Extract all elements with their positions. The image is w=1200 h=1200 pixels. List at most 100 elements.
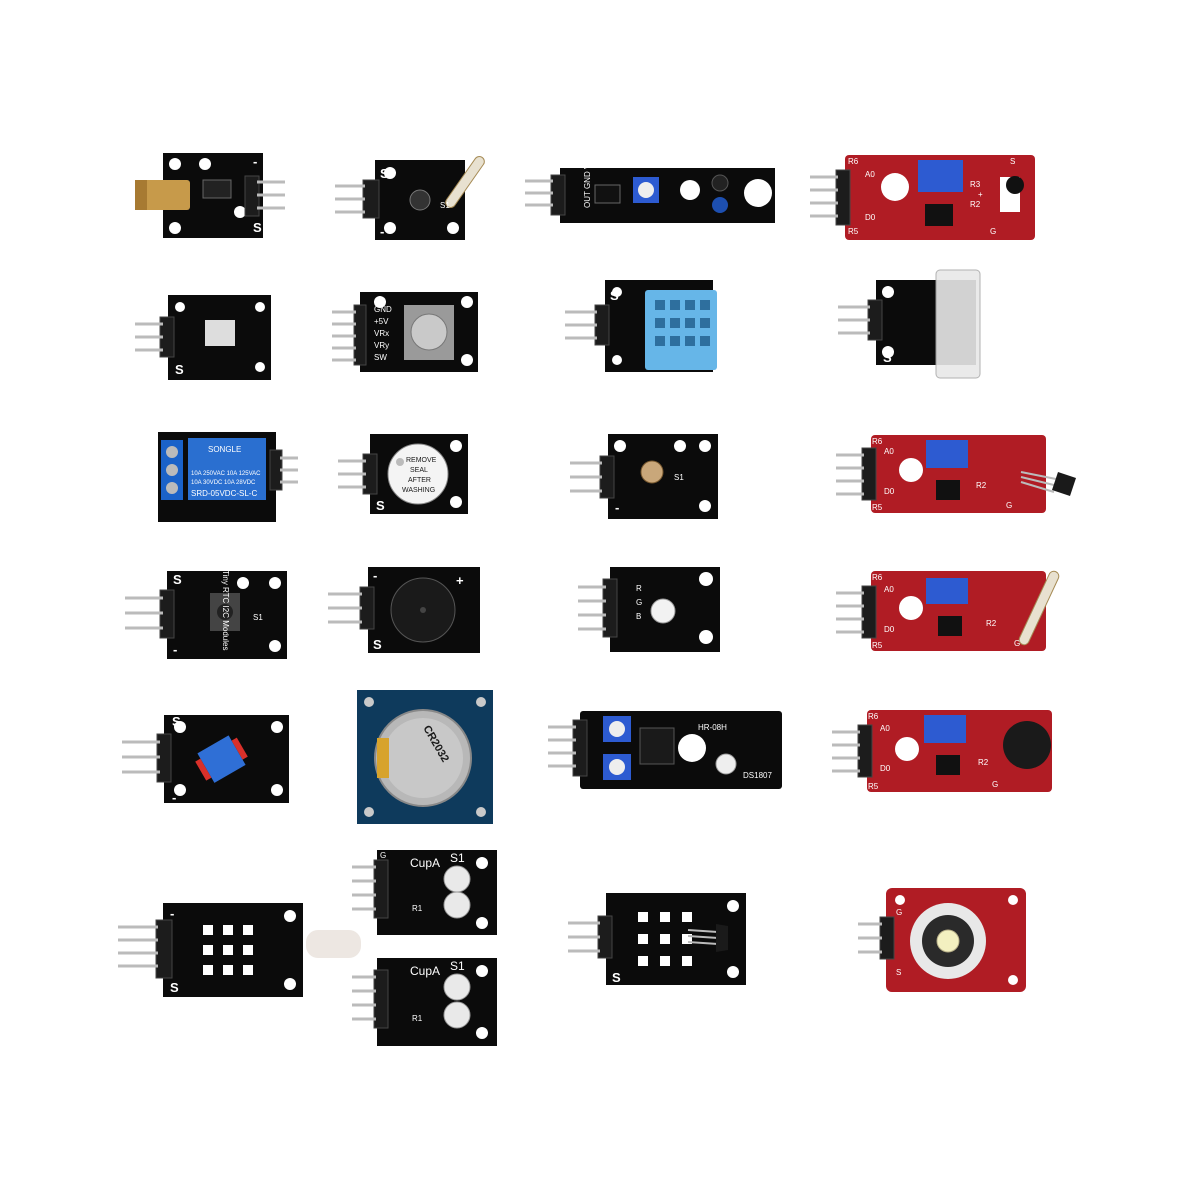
g-label: G xyxy=(636,598,642,607)
pin-minus-label: - xyxy=(253,154,257,169)
line-tracking-module: OUT GND VCC xyxy=(525,152,780,227)
vrx-label: VRx xyxy=(374,329,389,338)
sw-label: SW xyxy=(374,353,387,362)
rtc-module: CR2032 Tiny RTC I2C Modules xyxy=(221,570,497,828)
r-label: R xyxy=(636,584,642,593)
r5-label: R5 xyxy=(872,503,883,512)
g-label: G xyxy=(990,227,996,236)
g-label: G xyxy=(380,851,386,860)
cupa-label: CupA xyxy=(410,964,440,978)
pin-minus-label: - xyxy=(380,224,384,239)
push-button-module: S - S1 xyxy=(125,568,290,663)
r1-label: R1 xyxy=(412,904,423,913)
g-label: G xyxy=(896,908,902,917)
pin-s-label: S xyxy=(883,350,892,365)
r2-label: R2 xyxy=(976,481,987,490)
pin-minus-label: - xyxy=(172,790,176,805)
sticker-line4: WASHING xyxy=(402,487,435,494)
pin-minus-label: - xyxy=(615,500,619,515)
plus-label: + xyxy=(978,190,983,199)
pin-minus-label: - xyxy=(173,642,177,657)
pin-minus-label: - xyxy=(170,906,174,921)
s1-label: S1 xyxy=(253,613,263,622)
r6-label: R6 xyxy=(872,437,883,446)
g-label: G xyxy=(1014,639,1020,648)
d0-label: D0 xyxy=(880,764,891,773)
microphone-sensor-module: A0 D0 R6 R5 R2 G xyxy=(832,705,1062,795)
relay-line2: 10A 30VDC 10A 28VDC xyxy=(191,480,256,486)
passive-buzzer-module: - S + xyxy=(328,565,483,657)
pin-s-label: S xyxy=(170,980,179,995)
relay-line1: 10A 250VAC 10A 125VAC xyxy=(191,471,261,477)
vry-label: VRy xyxy=(374,341,389,350)
pin-s-label: S xyxy=(173,572,182,587)
r2-label: R2 xyxy=(986,619,997,628)
r3-label: R3 xyxy=(970,180,981,189)
relay-model: SRD-05VDC-SL-C xyxy=(191,489,257,498)
b-label: B xyxy=(636,612,641,621)
r6-label: R6 xyxy=(868,712,879,721)
two-color-led-module-a: G CupA S1 R1 xyxy=(352,845,502,940)
ir-receiver-module: S xyxy=(135,292,275,382)
s-label: S xyxy=(1010,157,1015,166)
d0-label: D0 xyxy=(884,487,895,496)
silk-label: OUT GND VCC xyxy=(583,152,592,208)
ir-obstacle-module: HR-08H DS1807 xyxy=(548,708,788,793)
pin-s-label: S xyxy=(172,714,181,729)
dht11-module: S xyxy=(565,280,735,375)
d0-label: D0 xyxy=(865,213,876,222)
rgb-smd-led-module: R G B xyxy=(578,565,723,655)
pin-s-label: S xyxy=(380,166,389,181)
r2-label: R2 xyxy=(978,758,989,767)
pin-s-label: S xyxy=(612,970,621,985)
g-label: G xyxy=(1006,501,1012,510)
pin-s-label: S xyxy=(376,498,385,513)
flame-sensor-module: A0 D0 R6 R5 R3 R2 G S + xyxy=(810,152,1040,242)
pin-s-label: S xyxy=(175,362,184,377)
silk-label2: DS1807 xyxy=(743,771,772,780)
g-label: G xyxy=(992,780,998,789)
temperature-sensor-module: S xyxy=(568,890,748,990)
pin-minus-label: - xyxy=(373,568,377,583)
laser-module: S - xyxy=(125,148,285,243)
r5-label: R5 xyxy=(868,782,879,791)
r1-label: R1 xyxy=(412,1014,423,1023)
tilt-switch-module: S - xyxy=(122,712,292,807)
s1-label: S1 xyxy=(450,959,465,973)
d0-label: D0 xyxy=(884,625,895,634)
reed-switch-red-module: A0 D0 R6 R5 R2 G xyxy=(836,568,1081,658)
sticker-line3: AFTER xyxy=(408,477,431,484)
a0-label: A0 xyxy=(884,447,894,456)
cupa-label: CupA xyxy=(410,856,440,870)
a0-label: A0 xyxy=(880,724,890,733)
hw269-led-module: G S HW-269 xyxy=(703,800,1033,995)
a0-label: A0 xyxy=(865,170,875,179)
r5-label: R5 xyxy=(848,227,859,236)
reed-switch-module: S - S1 xyxy=(335,148,505,243)
rtc-title: Tiny RTC I2C Modules xyxy=(221,570,230,650)
s1-label: S1 xyxy=(440,201,450,210)
s1-label: S1 xyxy=(674,473,684,482)
r5-label: R5 xyxy=(872,641,883,650)
silk-label: HR-08H xyxy=(698,723,727,732)
active-buzzer-module: REMOVE SEAL AFTER WASHING S xyxy=(338,432,473,517)
rgb-led-module: S - xyxy=(118,900,368,1000)
relay-module: SONGLE 10A 250VAC 10A 125VAC 10A 30VDC 1… xyxy=(158,430,298,525)
relay-brand: SONGLE xyxy=(208,445,241,454)
s1-label: S1 xyxy=(450,851,465,865)
two-color-led-module-b: CupA S1 R1 xyxy=(352,955,502,1050)
mercury-tilt-module: S xyxy=(838,269,988,380)
model-label: HW-269 xyxy=(703,800,714,837)
pin-s-label: S xyxy=(373,637,382,652)
s-label: S xyxy=(896,968,901,977)
temperature-sensor-red-module: A0 D0 R6 R5 R2 G xyxy=(836,432,1081,517)
sticker-line1: REMOVE xyxy=(406,457,437,464)
pin-s-label: S xyxy=(610,288,619,303)
photoresistor-module: - S1 xyxy=(570,432,720,522)
gnd-label: GND xyxy=(374,305,392,314)
r2-label: R2 xyxy=(970,200,981,209)
joystick-module: GND +5V VRx VRy SW xyxy=(332,290,482,375)
plus-label: + xyxy=(456,573,464,588)
pin-s-label: S xyxy=(253,220,262,235)
sticker-line2: SEAL xyxy=(410,467,428,474)
